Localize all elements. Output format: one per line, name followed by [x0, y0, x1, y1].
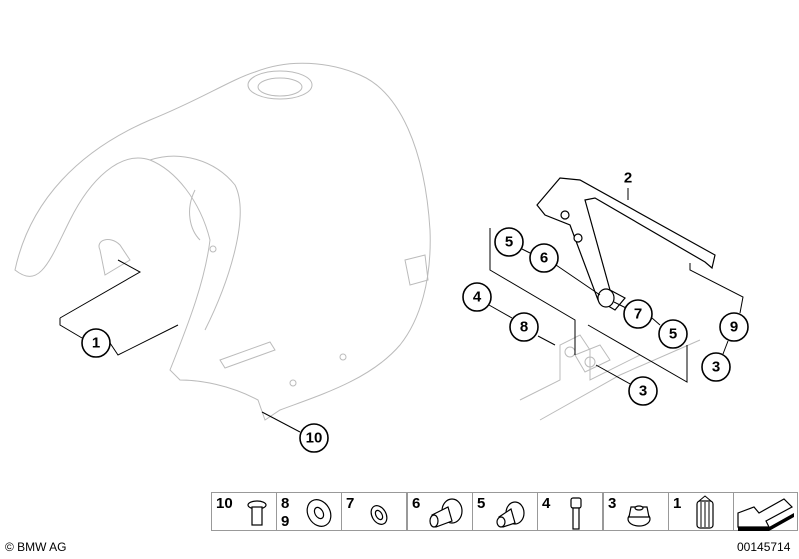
callout-label: 10 [306, 430, 323, 447]
callout-10[interactable]: 10 [299, 423, 329, 453]
legend-cell-6[interactable]: 6 [407, 492, 473, 531]
callout-label: 9 [730, 319, 738, 336]
legend-number: 3 [608, 495, 617, 512]
collar-nut-icon [627, 505, 651, 527]
direction-arrow-cell [733, 492, 798, 531]
mount-drawing [519, 334, 701, 421]
socket-screw-icon [570, 497, 582, 530]
callout-label: 5 [669, 326, 677, 343]
bushing-icon [496, 501, 525, 528]
callout-3a[interactable]: 3 [701, 352, 731, 382]
callout-7[interactable]: 7 [623, 299, 653, 329]
legend-cell-10[interactable]: 10 [211, 492, 277, 531]
legend-cell-1[interactable]: 1 [668, 492, 734, 531]
legend-cell-3[interactable]: 3 [603, 492, 669, 531]
diagram-id: 00145714 [737, 540, 791, 554]
copyright-text: © BMW AG [5, 540, 67, 554]
callout-label: 6 [540, 250, 548, 267]
callout-6[interactable]: 6 [529, 243, 559, 273]
legend-cell-8-9[interactable]: 8 9 [276, 492, 342, 531]
callout-label: 7 [634, 306, 642, 323]
exploded-parts-diagram: 1 10 2 5 6 4 8 7 5 9 3 3 [14, 62, 749, 453]
legend-cell-4[interactable]: 4 [537, 492, 603, 531]
legend-number: 5 [477, 495, 486, 512]
legend-number: 8 [281, 495, 290, 512]
callout-8[interactable]: 8 [509, 312, 539, 342]
fuel-tank-drawing [14, 62, 431, 421]
callout-4[interactable]: 4 [462, 282, 492, 312]
callout-label: 5 [505, 234, 513, 251]
legend-number: 1 [673, 495, 682, 512]
leader-lines [59, 188, 744, 433]
washer-icon [306, 499, 332, 527]
legend-number: 10 [216, 495, 233, 512]
legend-number: 7 [346, 495, 355, 512]
legend-number: 6 [412, 495, 421, 512]
bushing-icon [429, 498, 463, 528]
callout-label: 4 [473, 289, 482, 306]
rubber-grommet-icon [696, 495, 714, 529]
callout-label: 2 [624, 170, 632, 187]
arrow-icon [737, 498, 794, 531]
callout-2[interactable]: 2 [624, 170, 632, 187]
bolt-icon [247, 500, 267, 526]
legend-number: 4 [542, 495, 551, 512]
legend-cell-5[interactable]: 5 [472, 492, 538, 531]
callout-3b[interactable]: 3 [628, 376, 658, 406]
callout-label: 3 [639, 383, 647, 400]
callout-label: 1 [92, 335, 100, 352]
callout-5a[interactable]: 5 [494, 227, 524, 257]
bracket-part [536, 177, 716, 311]
callout-5b[interactable]: 5 [658, 319, 688, 349]
legend-number: 9 [281, 513, 290, 530]
callout-label: 3 [712, 359, 720, 376]
callout-9[interactable]: 9 [719, 312, 749, 342]
callout-label: 8 [520, 319, 528, 336]
legend-cell-7[interactable]: 7 [341, 492, 407, 531]
small-washer-icon [370, 505, 388, 525]
callout-1[interactable]: 1 [81, 328, 111, 358]
